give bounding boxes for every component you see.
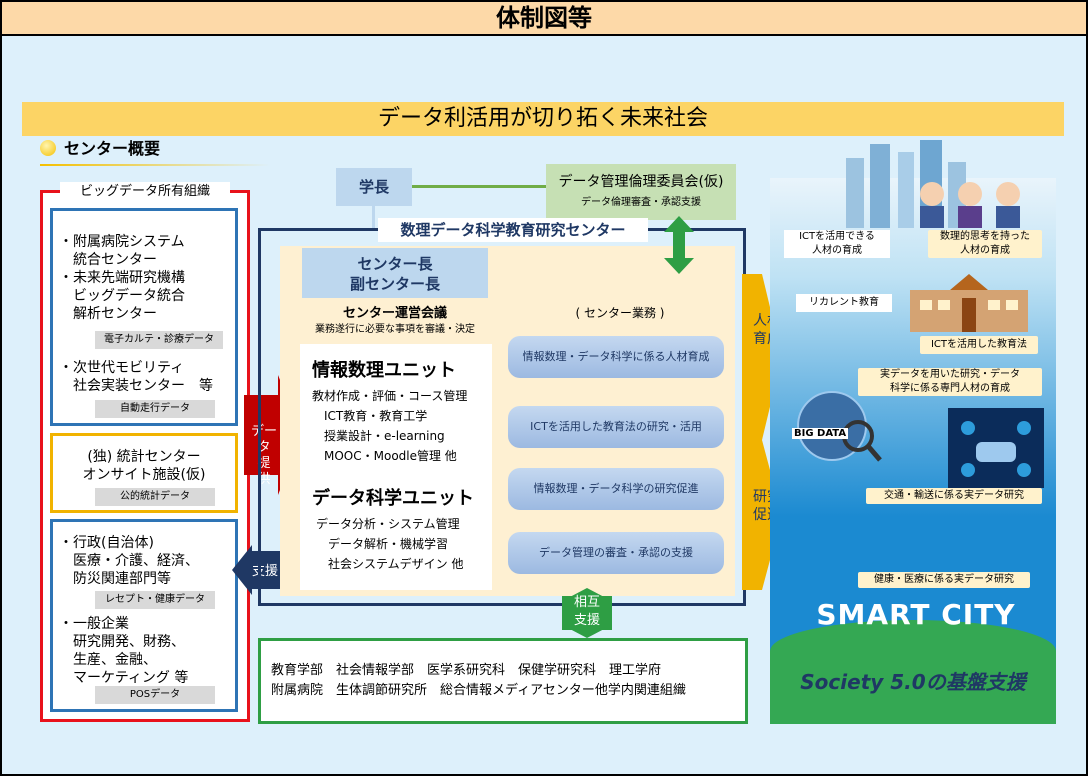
org-group-1: ・附属病院システム 統合センター ・未来先端研究機構 ビッグデータ統合 解析セン… (50, 208, 238, 426)
unit-item: MOOC・Moodle管理 他 (312, 449, 457, 463)
org-group-1-text: ・附属病院システム 統合センター ・未来先端研究機構 ビッグデータ統合 解析セン… (59, 233, 185, 323)
unit-item: 教材作成・評価・コース管理 (312, 389, 468, 403)
data-tag: レセプト・健康データ (95, 591, 215, 609)
unit-data-title: データ科学ユニット (312, 488, 474, 509)
unit-item: 授業設計・e-learning (312, 429, 445, 443)
unit-item: データ分析・システム管理 (316, 517, 460, 531)
connector-line (372, 206, 375, 230)
unit-math-title: 情報数理ユニット (312, 360, 456, 381)
ethics-sub: データ倫理審査・承認支援 (581, 197, 701, 208)
page-title: 体制図等 (0, 0, 1088, 36)
tag-line: 人材の育成 (960, 245, 1010, 256)
students-icon (920, 182, 1020, 228)
org-line: 社会実装センター 等 (59, 378, 213, 394)
connected-car-icon (948, 408, 1044, 488)
overview-heading: センター概要 (40, 134, 160, 164)
mutual-line: 相互 (573, 595, 600, 610)
overview-label: センター概要 (64, 139, 161, 158)
mutual-line: 支援 (573, 613, 600, 628)
business-title: ( センター業務 ) (575, 306, 665, 320)
meeting-subtitle: 業務遂行に必要な事項を審議・決定 (315, 324, 475, 335)
big-data-label: BIG DATA (792, 428, 849, 439)
org-line: ・行政(自治体) (59, 535, 154, 551)
org-line: 生産、金融、 (59, 652, 157, 668)
unit-item: ICT教育・教育工学 (312, 409, 428, 423)
data-tag: POSデータ (95, 686, 215, 704)
business-item: ICTを活用した教育法の研究・活用 (508, 406, 724, 448)
center-title: 数理データ科学教育研究センター (378, 218, 648, 242)
banner-title: データ利活用が切り拓く未来社会 (22, 102, 1064, 136)
org-group-2-text: (独) 統計センター オンサイト施設(仮) (53, 448, 235, 484)
ict-education-tag: ICTを活用した教育法 (920, 336, 1038, 354)
unit-item: データ解析・機械学習 (316, 537, 449, 551)
green-hill (770, 620, 1056, 724)
org-line: 統合センター (59, 252, 157, 268)
society-label: Society 5.0の基盤支援 (800, 670, 1026, 694)
org-group-3: ・行政(自治体) 医療・介護、経済、 防災関連部門等 レセプト・健康データ ・一… (50, 519, 238, 712)
bullet-icon (40, 140, 56, 156)
big-data-globe-icon (797, 391, 882, 462)
ethics-committee-box: データ管理倫理委員会(仮) データ倫理審査・承認支援 (546, 164, 736, 220)
ethics-title: データ管理倫理委員会(仮) (558, 174, 724, 190)
mutual-support-arrow (562, 588, 612, 638)
business-item: 情報数理・データ科学に係る人材育成 (508, 336, 724, 378)
ethics-center-arrow (664, 216, 694, 274)
departments-line: 教育学部 社会情報学部 医学系研究科 保健学研究科 理工学府 (271, 663, 662, 678)
health-research-tag: 健康・医療に係る実データ研究 (858, 572, 1030, 588)
unit-data-items: データ分析・システム管理 データ解析・機械学習 社会システムデザイン 他 (316, 514, 463, 574)
connector-line (412, 185, 546, 188)
tag-line: 数理的思考を持った (940, 231, 1030, 242)
ict-talent-tag: ICTを活用できる 人材の育成 (784, 230, 890, 258)
meeting-title: センター運営会議 (342, 306, 447, 321)
unit-item: 社会システムデザイン 他 (316, 557, 464, 571)
org-group-3-text-2: ・一般企業 研究開発、財務、 生産、金融、 マーケティング 等 (59, 615, 188, 687)
overview-underline (40, 164, 270, 166)
recurrent-education-tag: リカレント教育 (796, 294, 892, 312)
org-line: ・一般企業 (59, 616, 129, 632)
org-group-3-text: ・行政(自治体) 医療・介護、経済、 防災関連部門等 (59, 534, 199, 588)
departments-box: 教育学部 社会情報学部 医学系研究科 保健学研究科 理工学府 附属病院 生体調節… (258, 638, 748, 724)
bigdata-orgs-title: ビッグデータ所有組織 (60, 182, 230, 202)
data-tag: 電子カルテ・診療データ (95, 331, 223, 349)
org-group-1-text-2: ・次世代モビリティ 社会実装センター 等 (59, 359, 213, 395)
data-tag: 自動走行データ (95, 400, 215, 418)
tag-line: 科学に係る専門人材の育成 (890, 383, 1010, 394)
director-box: センター長 副センター長 (302, 248, 488, 298)
unit-math-items: 教材作成・評価・コース管理 ICT教育・教育工学 授業設計・e-learning… (312, 386, 467, 466)
business-item: データ管理の審査・承認の支援 (508, 532, 724, 574)
org-line: 防災関連部門等 (59, 571, 171, 587)
director-line: センター長 (357, 255, 433, 273)
org-line: 研究開発、財務、 (59, 634, 185, 650)
org-line: 医療・介護、経済、 (59, 553, 199, 569)
org-line: オンサイト施設(仮) (82, 467, 206, 483)
tag-line: 人材の育成 (812, 245, 862, 256)
departments-line: 附属病院 生体調節研究所 総合情報メディアセンター他学内関連組織 (271, 683, 686, 698)
school-building-icon (910, 274, 1028, 332)
tag-line: 実データを用いた研究・データ (880, 369, 1020, 380)
org-line: ・附属病院システム (59, 234, 185, 250)
director-line: 副センター長 (349, 275, 440, 293)
org-line: ・次世代モビリティ (59, 360, 185, 376)
mutual-support-label: 相互 支援 (566, 594, 608, 630)
business-item: 情報数理・データ科学の研究促進 (508, 468, 724, 510)
smart-city-label: SMART CITY (816, 598, 1016, 631)
org-line: (独) 統計センター (87, 449, 201, 465)
org-line: 解析センター (59, 306, 157, 322)
tag-line: ICTを活用できる (799, 231, 875, 242)
traffic-research-tag: 交通・輸送に係る実データ研究 (866, 488, 1042, 504)
org-line: ビッグデータ統合 (59, 288, 185, 304)
units-box: 情報数理ユニット 教材作成・評価・コース管理 ICT教育・教育工学 授業設計・e… (300, 344, 492, 590)
data-tag: 公的統計データ (95, 488, 215, 506)
org-group-2: (独) 統計センター オンサイト施設(仮) 公的統計データ (50, 433, 238, 513)
math-talent-tag: 数理的思考を持った 人材の育成 (928, 230, 1042, 258)
org-line: ・未来先端研究機構 (59, 270, 185, 286)
president-box: 学長 (336, 168, 412, 206)
real-data-talent-tag: 実データを用いた研究・データ 科学に係る専門人材の育成 (858, 368, 1042, 396)
org-line: マーケティング 等 (59, 670, 189, 686)
